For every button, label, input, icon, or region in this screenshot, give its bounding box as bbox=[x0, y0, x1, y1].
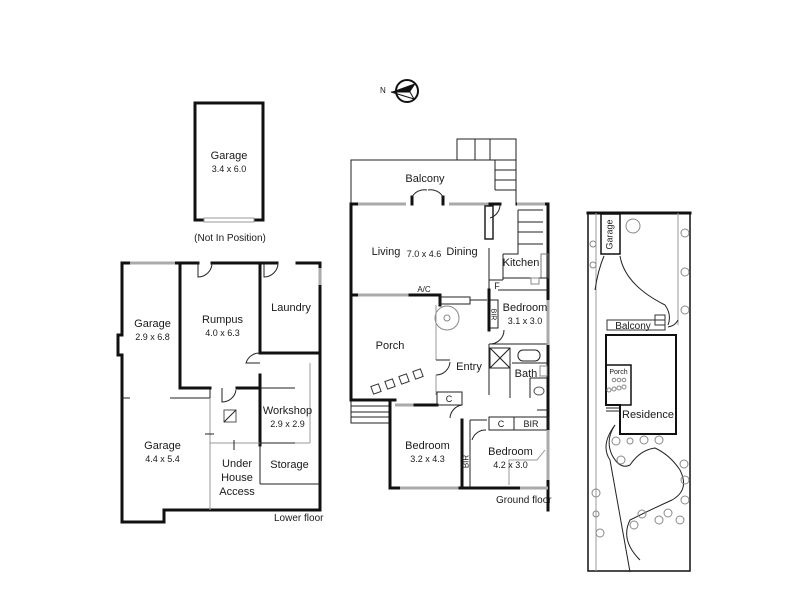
room-dim-detached-garage: 3.4 x 6.0 bbox=[211, 164, 247, 174]
room-label-porch: Porch bbox=[375, 340, 405, 352]
tree-icon bbox=[589, 218, 690, 538]
room-label-under-house-access-3: Access bbox=[219, 486, 255, 498]
not-in-position-note: (Not In Position) bbox=[194, 233, 266, 244]
room-label-storage: Storage bbox=[270, 459, 309, 471]
room-dim-garage-large: 4.4 x 5.4 bbox=[145, 454, 180, 464]
bir-label-bedroom-3x3: BIR bbox=[489, 308, 497, 321]
room-label-bedroom-4x3: Bedroom bbox=[488, 446, 533, 458]
site-plan bbox=[586, 211, 692, 573]
site-label-balcony: Balcony bbox=[615, 321, 651, 332]
cupboard-label-bedroom: C bbox=[497, 419, 505, 429]
room-label-bedroom-3x3: Bedroom bbox=[502, 302, 548, 314]
compass-icon bbox=[390, 79, 419, 103]
bir-label-bedroom-4x3: BIR bbox=[523, 419, 539, 429]
ac-label: A/C bbox=[417, 285, 431, 294]
room-label-garage-small: Garage bbox=[134, 318, 171, 330]
detached-garage-outline bbox=[193, 101, 265, 223]
room-label-rumpus: Rumpus bbox=[202, 314, 243, 326]
room-dim-bedroom-3x3: 3.1 x 3.0 bbox=[507, 316, 543, 326]
room-label-living: Living bbox=[371, 246, 401, 258]
room-dim-garage-small: 2.9 x 6.8 bbox=[135, 332, 170, 342]
room-label-dining: Dining bbox=[446, 246, 478, 258]
site-label-porch: Porch bbox=[609, 369, 628, 376]
room-label-balcony: Balcony bbox=[405, 173, 445, 185]
room-dim-living-dining: 7.0 x 4.6 bbox=[406, 249, 442, 259]
room-dim-bedroom-3x4: 3.2 x 4.3 bbox=[410, 454, 445, 464]
room-label-entry: Entry bbox=[456, 361, 482, 373]
site-label-residence: Residence bbox=[622, 409, 674, 421]
room-dim-bedroom-4x3: 4.2 x 3.0 bbox=[493, 460, 528, 470]
ground-floor-walls bbox=[349, 138, 550, 512]
room-label-garage-large: Garage bbox=[144, 440, 181, 452]
room-dim-rumpus: 4.0 x 6.3 bbox=[205, 328, 240, 338]
bir-label-bedroom-3x4: BIR bbox=[461, 454, 471, 469]
room-label-laundry: Laundry bbox=[271, 302, 311, 314]
ground-floor-title: Ground floor bbox=[496, 495, 552, 506]
room-label-under-house-access-2: House bbox=[221, 472, 253, 484]
room-label-under-house-access-1: Under bbox=[222, 458, 252, 470]
cupboard-label-entry: C bbox=[445, 394, 453, 404]
compass-north-label: N bbox=[380, 86, 386, 95]
room-label-bedroom-3x4: Bedroom bbox=[405, 440, 450, 452]
fridge-label: F bbox=[494, 281, 500, 291]
room-dim-workshop: 2.9 x 2.9 bbox=[270, 419, 305, 429]
room-label-workshop: Workshop bbox=[262, 405, 313, 417]
site-label-garage: Garage bbox=[604, 219, 615, 250]
room-label-kitchen: Kitchen bbox=[502, 257, 540, 269]
lower-floor-walls bbox=[116, 261, 322, 524]
room-label-detached-garage: Garage bbox=[210, 150, 248, 162]
room-label-bath: Bath bbox=[514, 368, 538, 380]
lower-floor-title: Lower floor bbox=[274, 513, 324, 524]
